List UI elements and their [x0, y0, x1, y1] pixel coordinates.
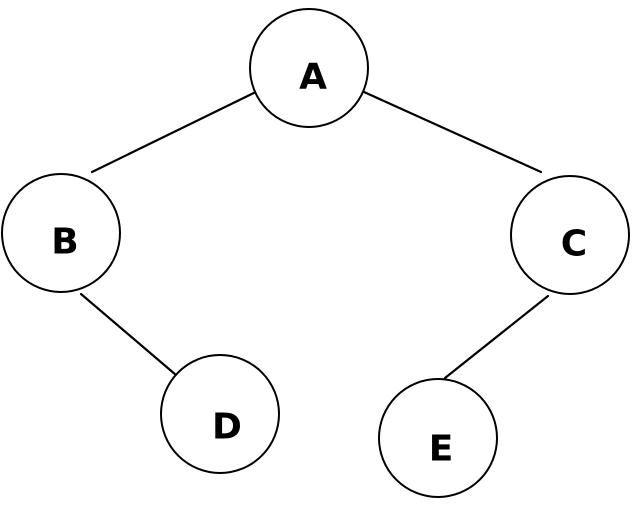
edge-c-e	[443, 294, 550, 380]
node-d-label: D	[212, 407, 242, 448]
node-b-circle	[1, 173, 121, 293]
edge-a-b	[90, 86, 266, 174]
node-a-label: A	[299, 57, 327, 98]
node-b-label: B	[51, 222, 78, 263]
node-e-circle	[378, 378, 498, 498]
node-a: A	[249, 8, 369, 128]
node-c-label: C	[561, 224, 587, 265]
node-d: D	[160, 354, 280, 474]
node-c-circle	[510, 175, 630, 295]
node-a-circle	[249, 8, 369, 128]
node-e-label: E	[429, 429, 454, 470]
node-e: E	[378, 378, 498, 498]
node-c: C	[510, 175, 630, 295]
edge-b-d	[79, 292, 178, 377]
node-b: B	[1, 173, 121, 293]
node-d-circle	[160, 354, 280, 474]
edge-a-c	[362, 90, 543, 174]
